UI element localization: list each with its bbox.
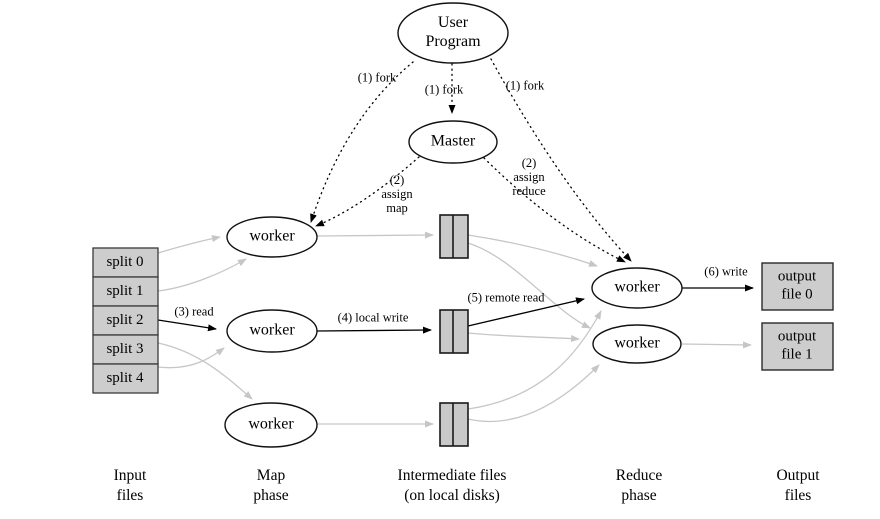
split-1-box bbox=[92, 276, 159, 307]
edge-file2-to-reduce-worker2 bbox=[467, 332, 580, 342]
edge-split0-to-map-worker1 bbox=[157, 235, 221, 254]
map-worker-3-node bbox=[224, 402, 318, 448]
assign-reduce-line1: (2) bbox=[521, 156, 537, 170]
fork-mid-label: (1) fork bbox=[424, 82, 464, 97]
edge-remote-read-file2-to-reduce-worker1 bbox=[467, 297, 585, 327]
phase-label-input-files: Input files bbox=[114, 466, 147, 506]
edge-split3-to-map-worker3 bbox=[157, 342, 253, 400]
edge-local-write-map-worker2-to-file2 bbox=[316, 326, 432, 334]
edge-fork-user-program-to-reduce-worker1 bbox=[490, 58, 632, 262]
edge-file1-to-reduce-worker1 bbox=[467, 234, 598, 267]
split-3-box bbox=[92, 334, 159, 365]
phase-label-intermediate-files: Intermediate files (on local disks) bbox=[398, 466, 507, 506]
assign-map-line1: (2) bbox=[389, 173, 405, 187]
map-worker-1-node bbox=[226, 216, 318, 258]
master-label: Master bbox=[430, 132, 476, 150]
user-program-label: User Program bbox=[425, 14, 480, 52]
split-1-label: split 1 bbox=[106, 283, 144, 300]
edge-read-split2-to-map-worker2 bbox=[157, 319, 217, 332]
remote-read-label: (5) remote read bbox=[467, 290, 545, 305]
phase-reduce-line2: phase bbox=[621, 487, 657, 504]
reduce-worker-2-node bbox=[592, 324, 682, 364]
output-file-0-line1: output bbox=[777, 268, 817, 285]
output-file-1-label: output file 1 bbox=[778, 328, 816, 363]
output-file-0-label: output file 0 bbox=[778, 268, 816, 303]
edge-file3-to-reduce-worker2 bbox=[467, 364, 600, 423]
phase-reduce-line1: Reduce bbox=[615, 467, 663, 484]
reduce-worker-2-label: worker bbox=[614, 334, 660, 352]
phase-map-line1: Map bbox=[256, 467, 286, 484]
master-node bbox=[408, 120, 498, 164]
intermediate-file-2-icon bbox=[439, 309, 469, 354]
assign-reduce-line2: assign bbox=[513, 170, 545, 184]
output-file-1-line2: file 1 bbox=[781, 346, 813, 362]
assign-map-label: (2) assign map bbox=[381, 173, 412, 215]
edge-file1-to-reduce-worker2 bbox=[467, 242, 591, 329]
assign-map-line3: map bbox=[386, 201, 408, 215]
reduce-worker-1-label: worker bbox=[614, 278, 660, 296]
map-worker-3-label: worker bbox=[248, 415, 294, 433]
user-program-line2: Program bbox=[425, 33, 481, 50]
split-4-label: split 4 bbox=[106, 370, 144, 387]
split-0-box bbox=[92, 247, 159, 278]
local-write-label: (4) local write bbox=[337, 310, 409, 325]
output-file-1-line1: output bbox=[777, 328, 817, 345]
reduce-worker-1-node bbox=[591, 267, 683, 309]
split-3-label: split 3 bbox=[106, 341, 144, 358]
edge-assign-map-master-to-map-worker1 bbox=[315, 156, 420, 227]
output-file-0-box bbox=[761, 262, 834, 311]
output-file-0-line2: file 0 bbox=[781, 286, 813, 302]
assign-reduce-label: (2) assign reduce bbox=[512, 156, 545, 198]
phase-intermediate-line2: (on local disks) bbox=[404, 487, 500, 504]
edge-split4-to-map-worker2 bbox=[157, 347, 225, 369]
phase-output-line2: files bbox=[784, 487, 812, 504]
map-worker-2-node bbox=[226, 309, 318, 353]
intermediate-file-3-icon bbox=[439, 402, 469, 447]
phase-input-line1: Input bbox=[113, 467, 147, 484]
phase-map-line2: phase bbox=[253, 487, 289, 504]
map-worker-2-label: worker bbox=[249, 321, 295, 339]
write-label: (6) write bbox=[704, 264, 748, 279]
user-program-node bbox=[397, 2, 509, 64]
fork-left-label: (1) fork bbox=[357, 70, 397, 85]
phase-label-map-phase: Map phase bbox=[253, 466, 288, 506]
user-program-line1: User bbox=[437, 14, 469, 32]
map-worker-1-label: worker bbox=[249, 227, 295, 245]
phase-label-reduce-phase: Reduce phase bbox=[616, 466, 662, 506]
edge-fork-user-program-to-map-worker1 bbox=[310, 61, 414, 223]
edge-reduce-worker2-to-output1 bbox=[681, 341, 752, 349]
edge-split1-to-map-worker1 bbox=[157, 258, 247, 292]
edge-map-worker1-to-file1 bbox=[316, 231, 434, 239]
edge-file3-to-reduce-worker1 bbox=[467, 310, 602, 410]
phase-output-line1: Output bbox=[776, 467, 820, 484]
read-label: (3) read bbox=[174, 304, 214, 319]
assign-reduce-line3: reduce bbox=[512, 184, 546, 198]
phase-label-output-files: Output files bbox=[776, 466, 819, 506]
edge-assign-reduce-master-to-reduce-worker1 bbox=[483, 157, 626, 263]
phase-intermediate-line1: Intermediate files bbox=[397, 467, 507, 484]
split-0-label: split 0 bbox=[106, 254, 144, 271]
split-2-label: split 2 bbox=[106, 312, 144, 329]
fork-right-label: (1) fork bbox=[505, 78, 545, 93]
intermediate-file-1-icon bbox=[439, 214, 469, 259]
phase-input-line2: files bbox=[116, 487, 144, 504]
assign-map-line2: assign bbox=[381, 187, 413, 201]
output-file-1-box bbox=[761, 322, 834, 371]
split-4-box bbox=[92, 363, 159, 394]
